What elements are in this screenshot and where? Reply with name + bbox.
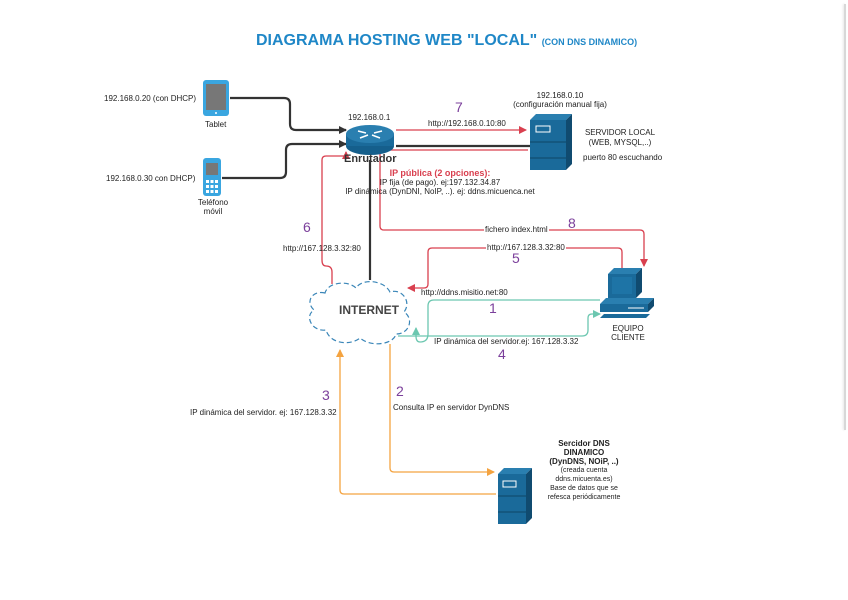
local-server-icon [530,114,572,170]
local-server-ip-note: (configuración manual fija) [513,100,607,109]
public-ip-option-dynamic: IP dinámica (DynDNI, NoIP, ..). ej: ddns… [345,187,535,196]
router-icon [346,125,394,155]
tablet-ip-label: 192.168.0.20 (con DHCP) [104,94,197,103]
step-3-label: IP dinámica del servidor. ej: 167.128.3.… [190,408,337,417]
phone-label: Teléfono móvil [194,198,232,216]
desktop-computer-icon [600,268,654,318]
public-ip-block: IP pública (2 opciones): IP fija (de pag… [345,168,535,197]
internet-label: INTERNET [339,303,399,317]
step-6-label: http://167.128.3.32:80 [283,244,361,253]
local-server-label: SERVIDOR LOCAL (WEB, MYSQL,..) [580,128,660,148]
step-3-number: 3 [322,387,330,403]
dns-server-note-line3: Base de datos que se [550,485,618,492]
router-ip-label: 192.168.0.1 [348,113,391,122]
dns-server-title-line1: Sercidor DNS [558,439,610,448]
tablet-icon [203,80,229,116]
page-edge-shadow [844,4,846,430]
phone-ip-label: 192.168.0.30 con DHCP) [106,174,196,183]
step-5-label: http://167.128.3.32:80 [486,243,566,252]
link-step-3 [336,349,496,495]
mobile-phone-icon [203,158,221,196]
step-7-label: http://192.168.0.10:80 [428,119,506,128]
step-1-label: http://ddns.misitio.net:80 [421,288,508,297]
link-step-4 [398,310,601,337]
step-2-number: 2 [396,383,404,399]
link-step-1 [412,299,600,343]
link-phone-router [222,140,347,180]
dns-server-label: Sercidor DNS DINAMICO (DynDNS, NOiP, ..)… [537,439,631,502]
local-server-ip-block: 192.168.0.10 (configuración manual fija) [490,91,630,109]
dns-server-title-line3: (DynDNS, NOiP, ..) [549,457,619,466]
step-6-number: 6 [303,219,311,235]
step-2-label: Consulta IP en servidor DynDNS [393,403,510,412]
step-5-number: 5 [512,250,520,266]
diagram-title-sub: (CON DNS DINAMICO) [541,37,638,47]
step-4-number: 4 [498,346,506,362]
phone-label-line2: móvil [203,207,223,216]
public-ip-option-fixed: IP fija (de pago). ej:197.132.34.87 [379,178,501,187]
local-server-port-note: puerto 80 escuchando [583,153,663,162]
link-tablet-router [230,96,347,134]
public-ip-heading: IP pública (2 opciones): [389,168,491,178]
local-server-label-line1: SERVIDOR LOCAL [584,128,656,137]
local-server-label-line2: (WEB, MYSQL,..) [588,138,652,147]
router-label: Enrutador [344,153,397,165]
tablet-label: Tablet [205,120,227,129]
dns-server-title-line2: DINAMICO [563,448,605,457]
step-8-label: fichero index.html [484,225,549,234]
dns-server-icon [498,468,532,524]
dns-server-note-line2: ddns.micuenta.es) [555,476,613,483]
local-server-ip: 192.168.0.10 [536,91,584,100]
step-7-number: 7 [455,99,463,115]
client-label-line2: CLIENTE [611,333,645,342]
link-step-5 [407,247,623,292]
dns-server-note-line1: (creada cuenta [560,467,608,474]
diagram-title-main: DIAGRAMA HOSTING WEB "LOCAL" [256,32,538,49]
link-step-6 [321,151,350,284]
dns-server-note-line4: refesca periódicamente [547,494,621,501]
phone-label-line1: Teléfono [197,198,229,207]
link-step-2 [389,344,495,476]
client-label-line1: EQUIPO [612,324,644,333]
internet-cloud-icon [309,281,411,345]
step-4-label: IP dinámica del servidor.ej: 167.128.3.3… [434,337,579,346]
client-label: EQUIPO CLIENTE [608,324,648,342]
diagram-title: DIAGRAMA HOSTING WEB "LOCAL" (CON DNS DI… [256,32,637,50]
step-1-number: 1 [489,300,497,316]
step-8-number: 8 [568,215,576,231]
